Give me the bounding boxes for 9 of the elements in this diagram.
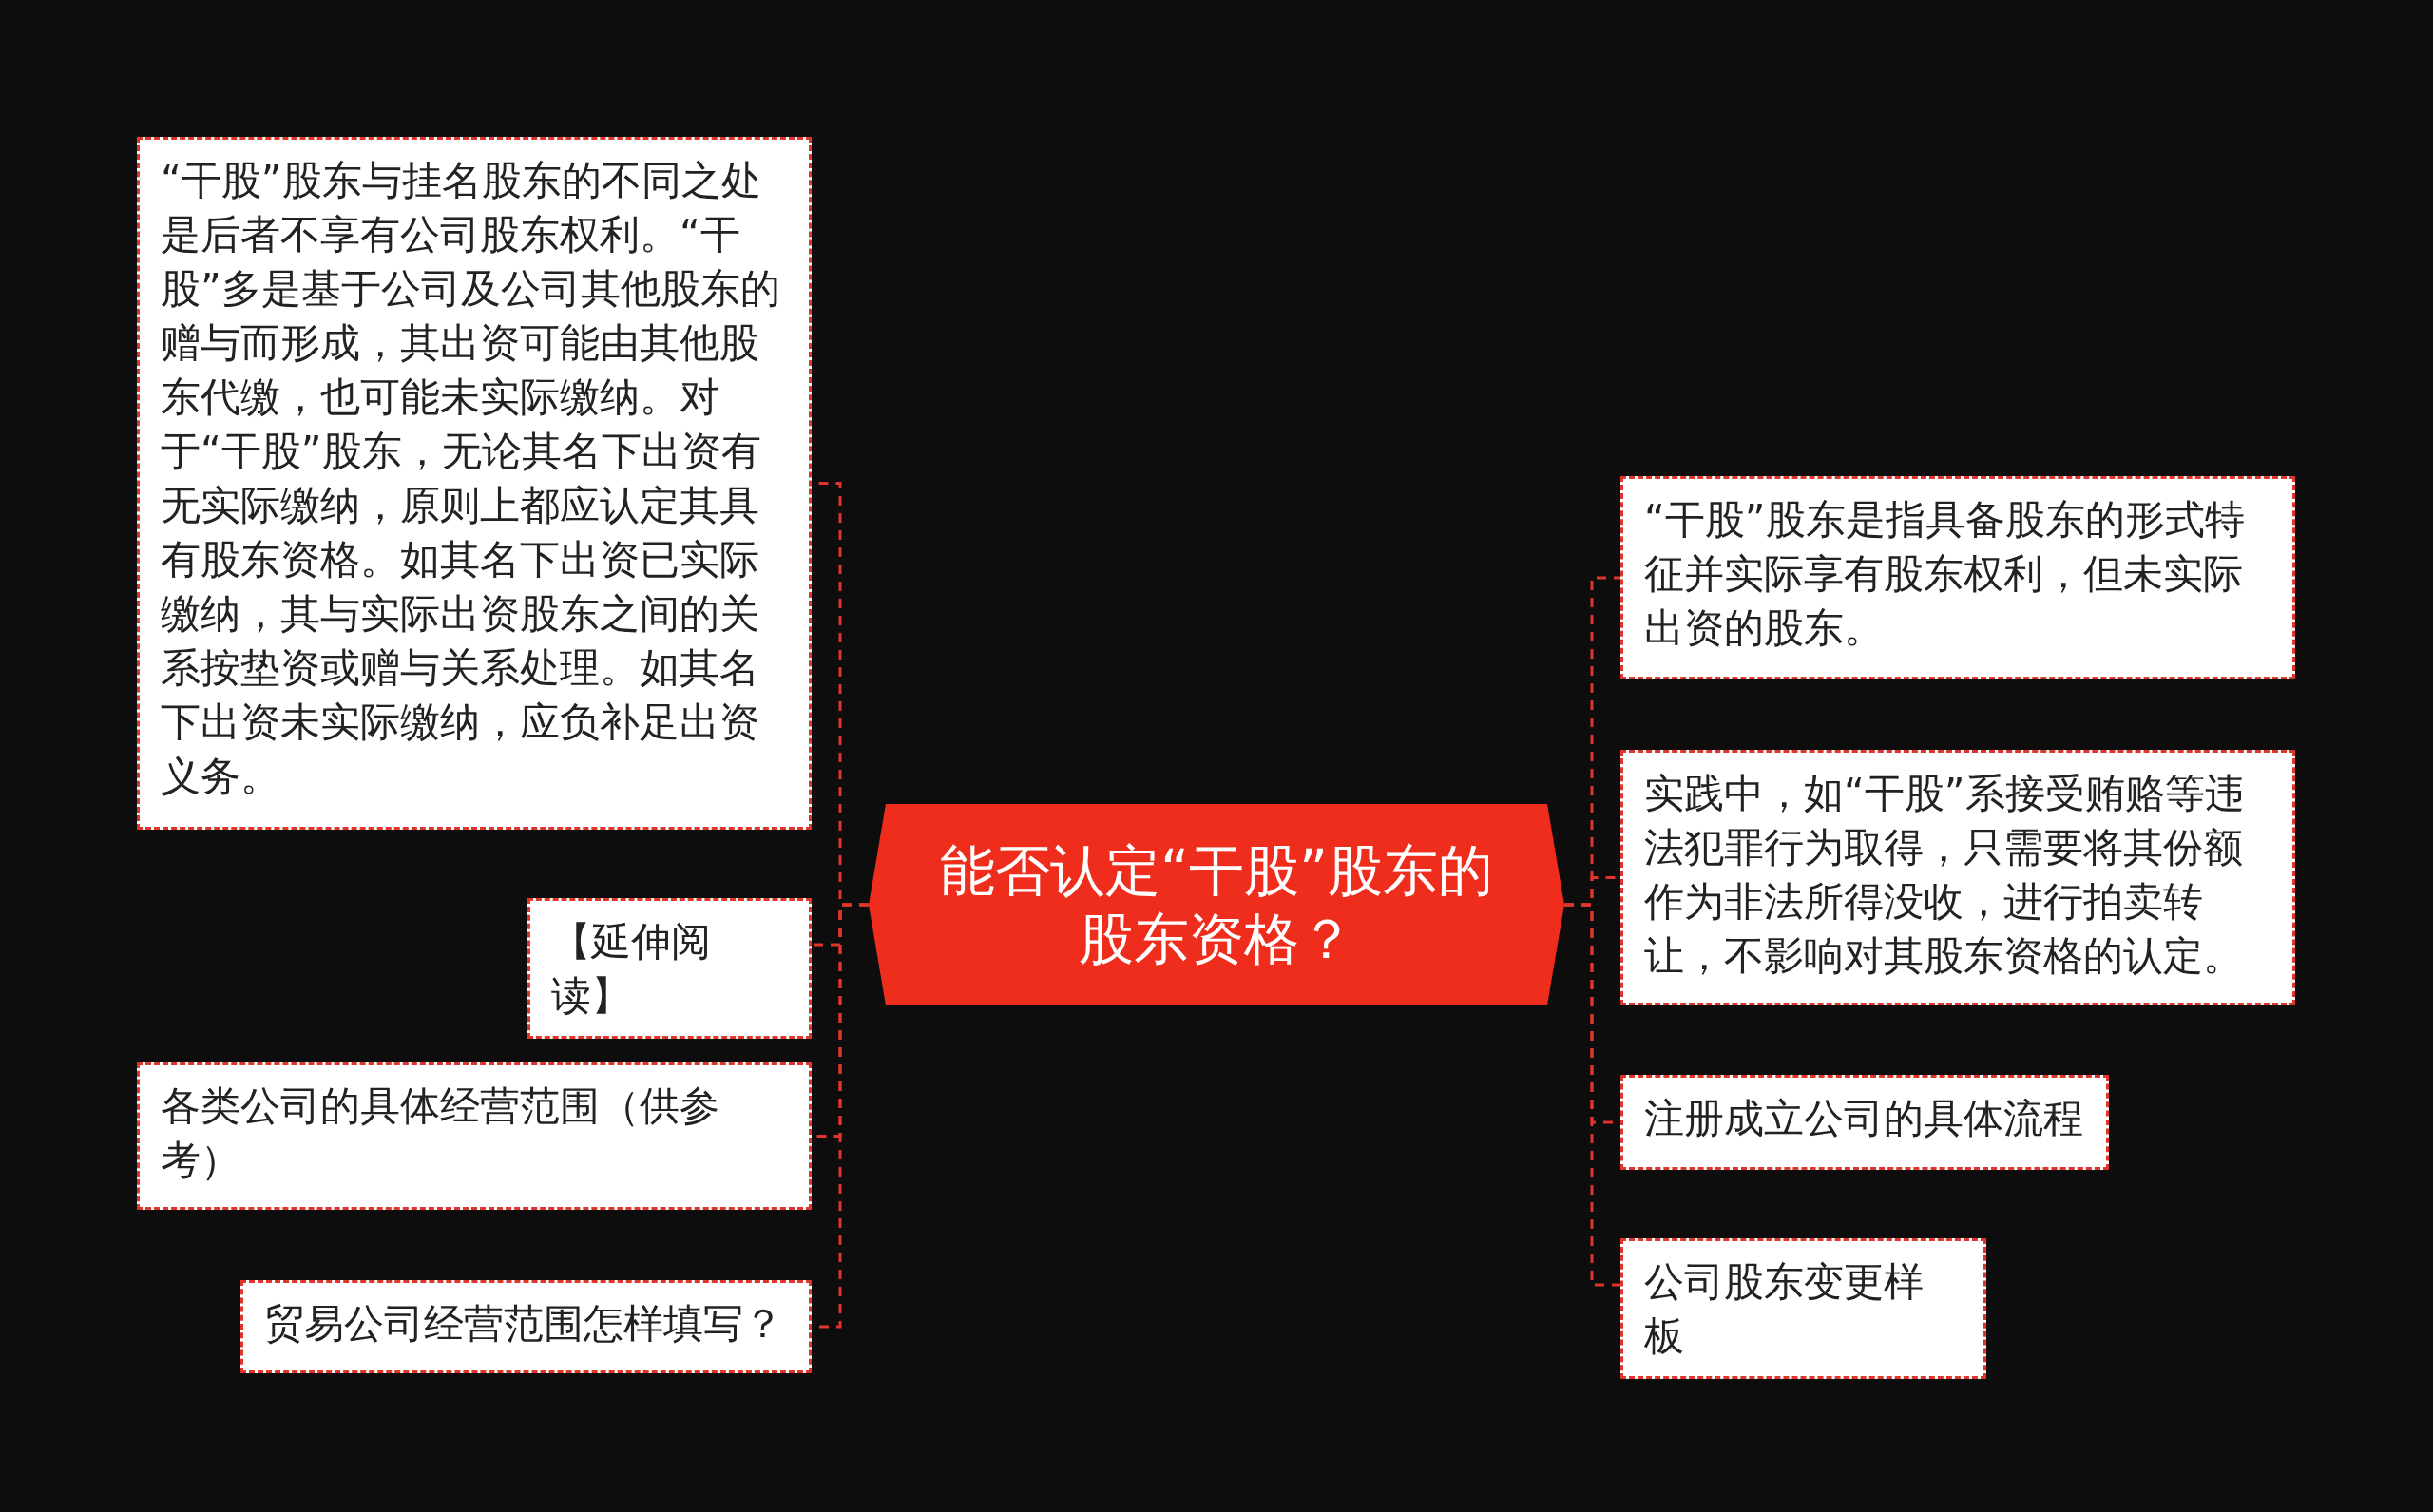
text-box: 实践中，如“干股”系接受贿赂等违法犯罪行为取得，只需要将其份额作为非法所得没收，进行拍卖转让，不影响对其股东资格的认定。 bbox=[1620, 750, 2295, 1005]
text-box: 公司股东变更样板 bbox=[1620, 1238, 1986, 1379]
text-box: 贸易公司经营范围怎样填写？ bbox=[240, 1280, 812, 1373]
connector-line bbox=[1564, 903, 1620, 1287]
text-box: 注册成立公司的具体流程 bbox=[1620, 1075, 2109, 1170]
text-box: 各类公司的具体经营范围（供参考） bbox=[137, 1062, 812, 1210]
text-box: “干股”股东与挂名股东的不同之处是后者不享有公司股东权利。“干股”多是基于公司及公司其他股东的赠与而形成，其出资可能由其他股东代缴，也可能未实际缴纳。对于“干股”股东，无论其名下出资有无实际缴纳，原则上都应认定其具有股东资格。如其名下出资已实际缴纳，其与实际出资股东之间的关系按垫资或赠与关系处理。如其名下出资未实际缴纳，应负补足出资义务。 bbox=[137, 137, 812, 830]
text-box: 【延伸阅读】 bbox=[527, 898, 812, 1039]
text-box: “干股”股东是指具备股东的形式特征并实际享有股东权利，但未实际出资的股东。 bbox=[1620, 476, 2295, 679]
